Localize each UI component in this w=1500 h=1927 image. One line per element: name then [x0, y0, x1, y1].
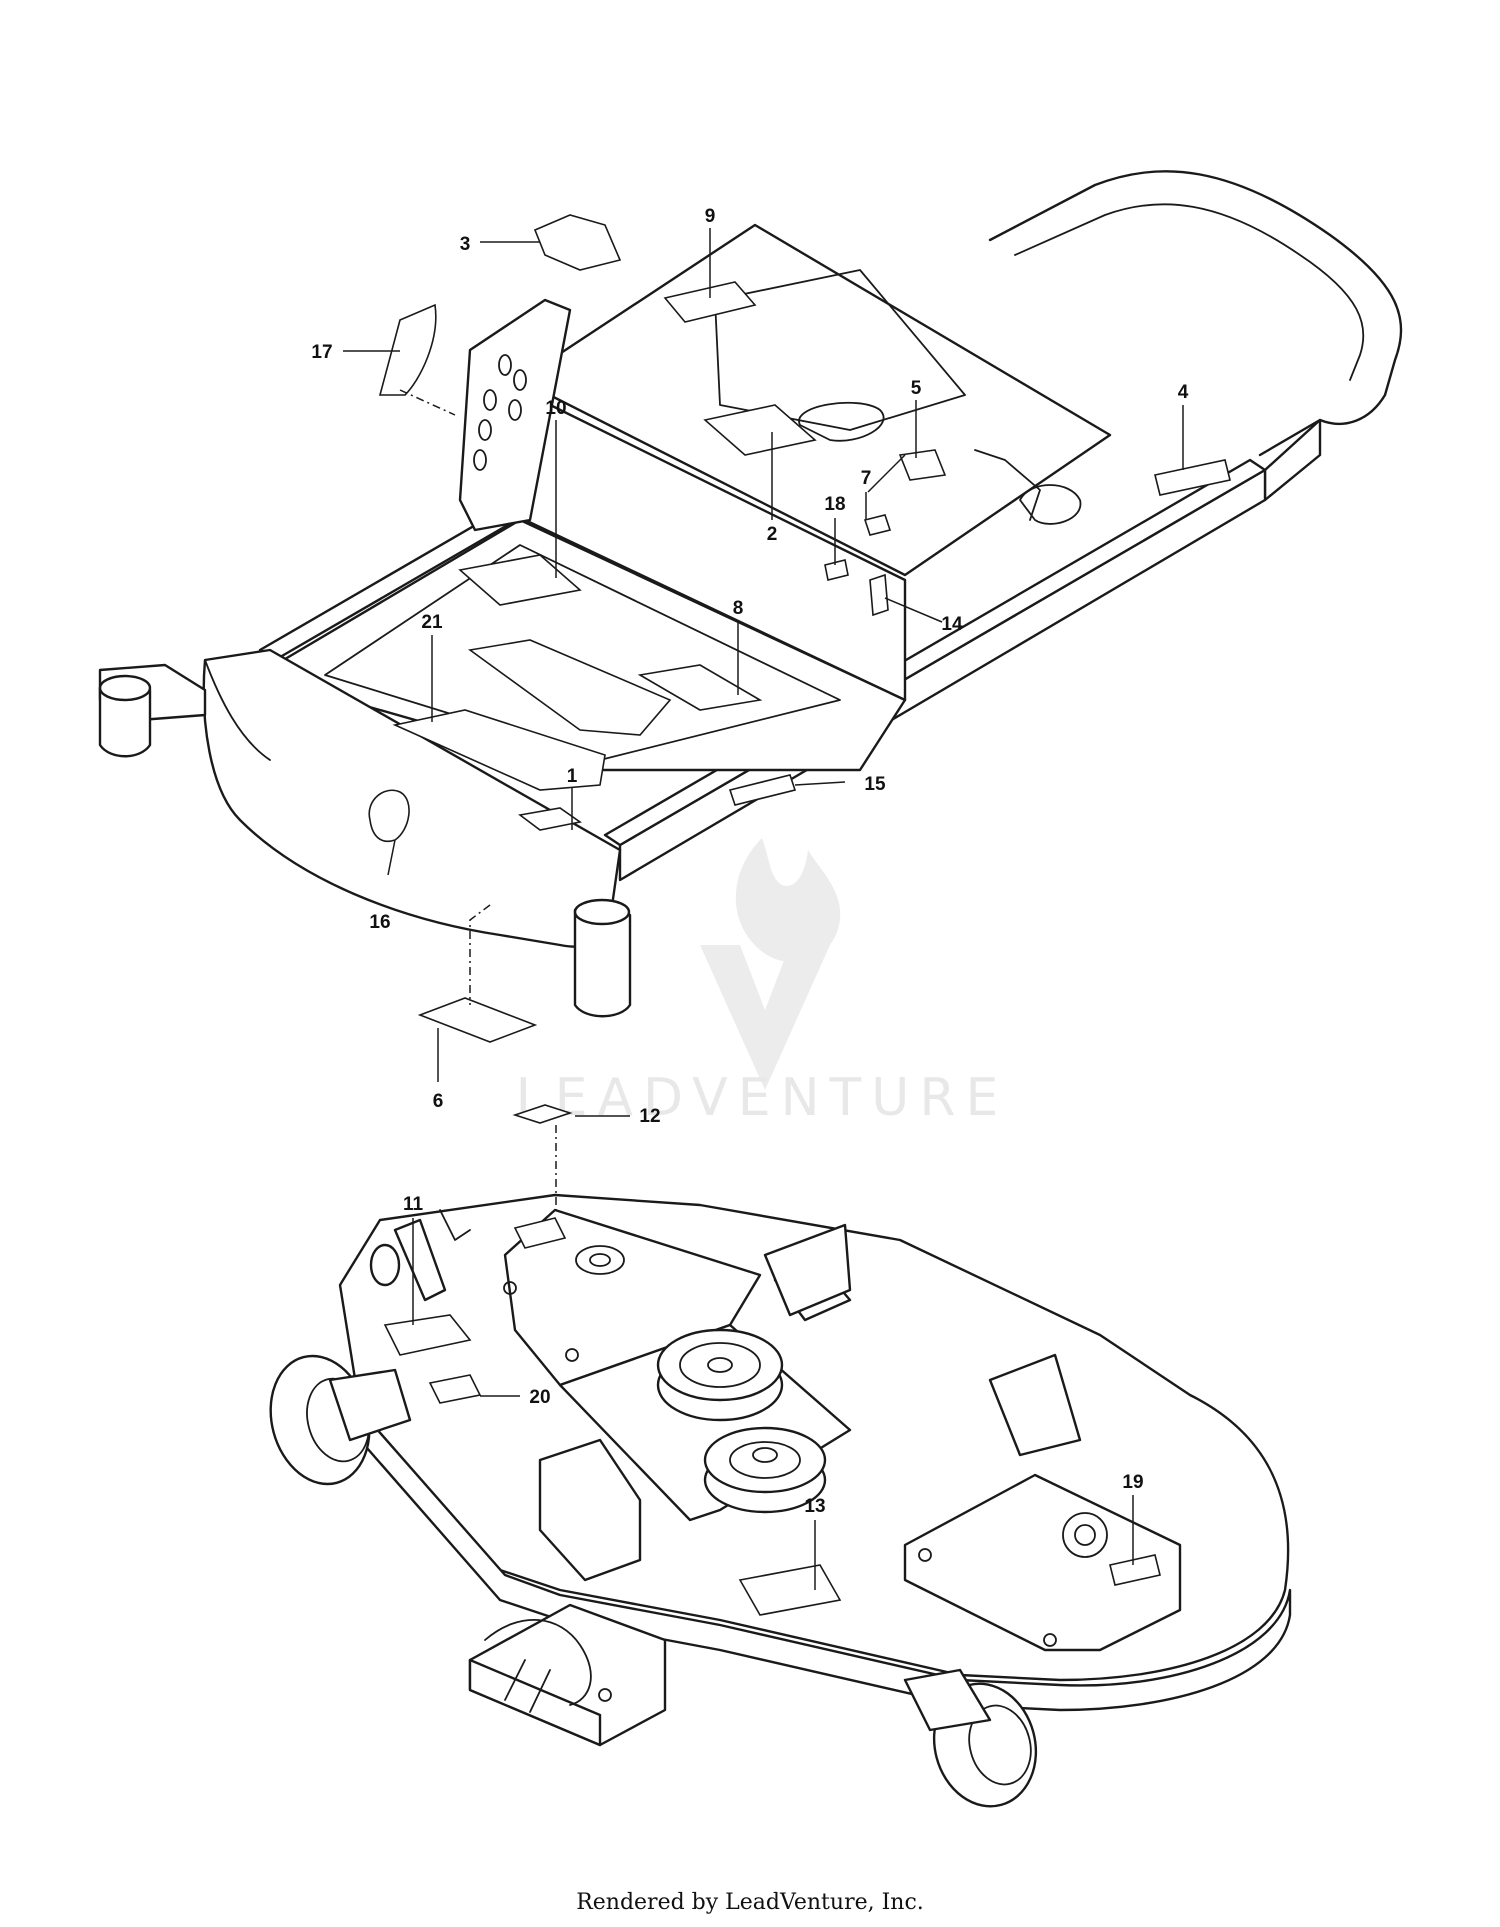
callout-13: 13: [804, 1496, 825, 1517]
decal-deck-rear: [513, 1217, 567, 1249]
decal-15: [728, 774, 797, 806]
watermark-text: LEADVENTURE: [516, 1068, 1009, 1128]
decal-2: [703, 404, 817, 456]
callout-6: 6: [433, 1091, 444, 1112]
deck-pulleys: [575, 1245, 827, 1514]
discharge-chute: [468, 1603, 667, 1747]
callout-20: 20: [529, 1387, 550, 1408]
callout-15: 15: [864, 774, 886, 795]
decal-9: [663, 281, 757, 323]
chassis-frame: [98, 170, 1403, 1018]
gauge-wheel-left: [269, 1354, 412, 1486]
callout-17: 17: [311, 342, 332, 363]
decal-19: [1109, 1554, 1161, 1586]
callout-10: 10: [545, 398, 566, 419]
chassis-decals: [368, 214, 1231, 1124]
callout-18: 18: [824, 494, 845, 515]
callout-9: 9: [705, 206, 716, 227]
callout-2: 2: [767, 524, 778, 545]
callout-1: 1: [567, 766, 578, 787]
decal-17: [378, 303, 437, 396]
leadventure-watermark-logo: LEADVENTURE: [516, 838, 1009, 1128]
callout-8: 8: [733, 598, 744, 619]
callout-3: 3: [460, 234, 471, 255]
callout-4: 4: [1178, 382, 1189, 403]
callout-11: 11: [403, 1194, 424, 1215]
decal-11: [383, 1314, 472, 1356]
decal-6: [417, 997, 538, 1043]
decal-16: [368, 789, 410, 842]
decal-7: [863, 514, 892, 536]
decal-3: [533, 214, 622, 271]
footer-credit: Rendered by LeadVenture, Inc.: [576, 1890, 924, 1915]
callout-7: 7: [861, 468, 872, 489]
leader-lines: [343, 228, 1184, 1590]
decal-21-a: [392, 709, 606, 791]
callout-5: 5: [911, 378, 922, 399]
callout-12: 12: [639, 1106, 660, 1127]
callout-labels: 1 2 3 4 5 6 7 8 9 10 11 12 13 14 15 16 1…: [311, 206, 1188, 1517]
callout-19: 19: [1122, 1472, 1143, 1493]
mower-deck: [269, 1193, 1292, 1808]
decal-10: [458, 554, 582, 606]
decal-1: [518, 807, 582, 831]
decal-8: [637, 664, 763, 711]
callout-16: 16: [369, 912, 390, 933]
decal-14: [869, 573, 889, 617]
gauge-wheel-right: [903, 1668, 1038, 1808]
decal-18: [824, 559, 849, 581]
seat-bracket-holes: [473, 354, 527, 471]
callout-14: 14: [941, 614, 963, 635]
decal-20: [428, 1374, 482, 1404]
decal-21-b: [467, 639, 672, 736]
decal-4: [1154, 459, 1231, 496]
decal-12: [512, 1104, 573, 1124]
decal-5: [898, 449, 947, 481]
callout-21: 21: [421, 612, 443, 633]
